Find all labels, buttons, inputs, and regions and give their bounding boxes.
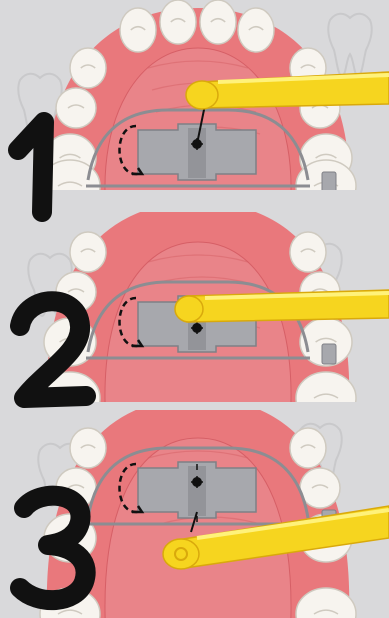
incisor-tooth <box>200 0 236 44</box>
tooth-crown <box>120 8 156 52</box>
key-tip <box>186 81 218 109</box>
tooth-crown <box>238 8 274 52</box>
screw-channel <box>188 128 206 178</box>
molar-tooth <box>290 232 326 272</box>
expander-key-icon <box>175 290 389 322</box>
screw-channel <box>188 466 206 516</box>
molar-tooth <box>290 428 326 468</box>
tooth-crown <box>70 48 106 88</box>
molar-tooth <box>300 468 340 508</box>
tooth-crown <box>290 428 326 468</box>
molar-tooth <box>56 88 96 128</box>
panel-divider <box>0 190 389 212</box>
molar-tooth <box>70 48 106 88</box>
incisor-tooth <box>120 8 156 52</box>
molar-band <box>322 344 336 364</box>
molar-band <box>322 172 336 192</box>
incisor-tooth <box>160 0 196 44</box>
key-tip <box>175 296 203 322</box>
molar-tooth <box>70 232 106 272</box>
jackscrew-icon <box>138 124 256 180</box>
key-tip <box>163 539 199 569</box>
tooth-crown <box>70 428 106 468</box>
molar-tooth <box>70 428 106 468</box>
tooth-crown <box>200 0 236 44</box>
incisor-tooth <box>238 8 274 52</box>
tooth-crown <box>300 468 340 508</box>
tooth-crown <box>56 88 96 128</box>
tooth-crown <box>160 0 196 44</box>
tooth-crown <box>70 232 106 272</box>
tooth-crown <box>290 232 326 272</box>
